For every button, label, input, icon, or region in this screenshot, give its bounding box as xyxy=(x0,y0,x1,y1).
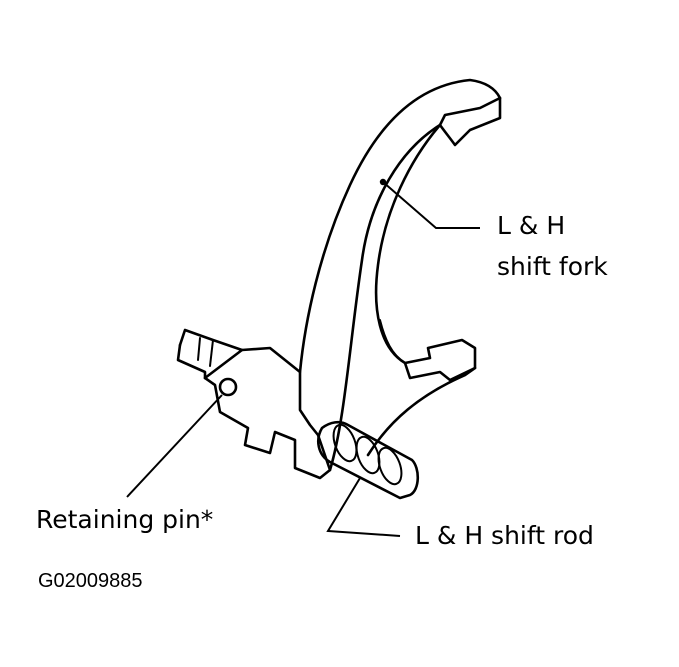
leader-line-shift-rod xyxy=(326,477,401,537)
label-retaining-pin: Retaining pin* xyxy=(36,505,214,534)
label-shift-rod: L & H shift rod xyxy=(415,521,594,550)
shift-fork-drawing xyxy=(176,78,502,500)
label-shift-fork-line2: shift fork xyxy=(497,252,608,281)
leader-line-shift-fork xyxy=(379,178,480,229)
figure-code: G02009885 xyxy=(38,570,143,592)
leader-line-retaining-pin xyxy=(126,394,223,498)
label-shift-fork-line1: L & H xyxy=(497,211,566,240)
